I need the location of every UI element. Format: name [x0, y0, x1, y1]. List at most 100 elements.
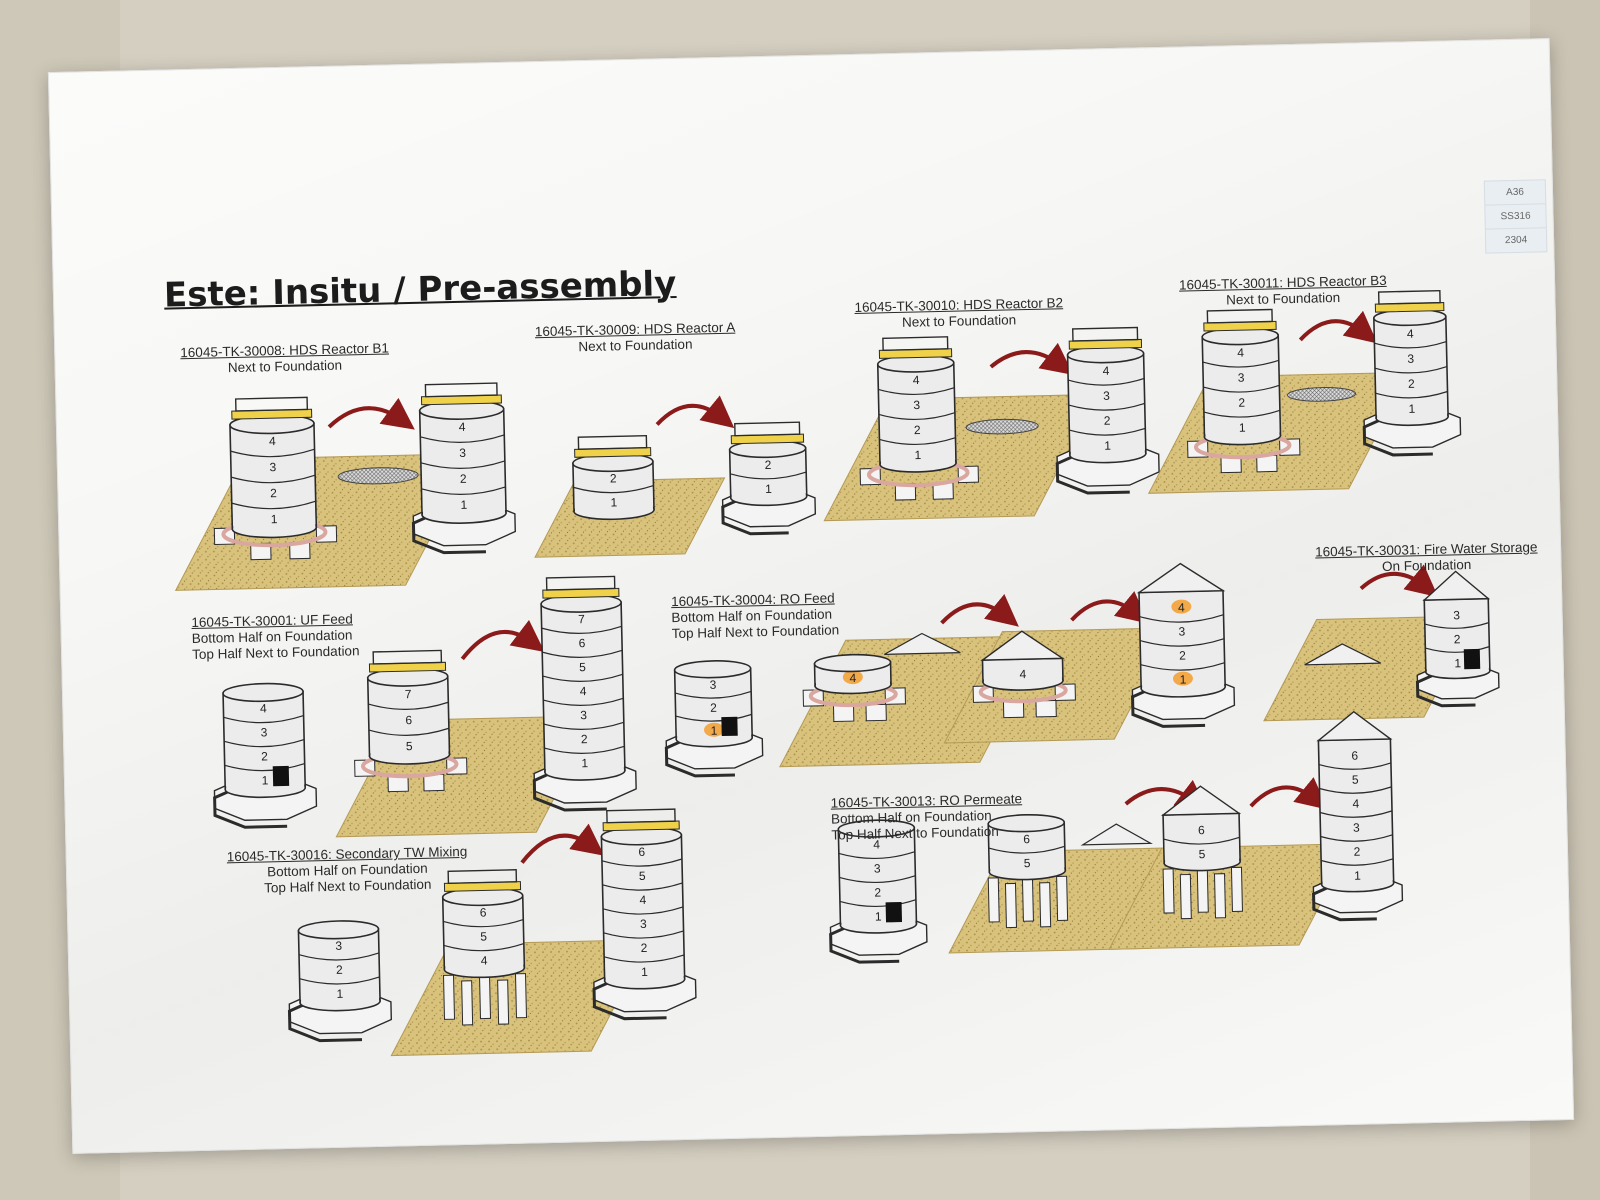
support-leg: [987, 877, 1000, 923]
course-number: 4: [1352, 797, 1359, 811]
course-seam: [1374, 340, 1447, 349]
course-seam: [1139, 638, 1225, 647]
base-shadow: [664, 734, 735, 778]
course-seam: [602, 882, 683, 891]
course-seam: [368, 727, 450, 736]
course-seam: [1424, 622, 1489, 629]
course-number: 5: [639, 869, 646, 883]
course-number: 3: [913, 398, 920, 412]
base-shadow: [1055, 448, 1130, 495]
course-number: 2: [610, 471, 617, 485]
course-number: 2: [1104, 414, 1111, 428]
course-number: 1: [1454, 656, 1461, 670]
bottom-plate-mesh: [1287, 387, 1357, 402]
course-number: 1: [581, 756, 588, 770]
course-seam: [230, 448, 315, 458]
course-number: 7: [405, 687, 412, 701]
course-seam: [541, 625, 622, 634]
course-seam: [230, 474, 316, 484]
tank-fill: [232, 503, 316, 530]
course-number: 2: [914, 423, 921, 437]
course-seam: [1068, 402, 1145, 411]
lifting-frame: [424, 382, 498, 398]
course-seam: [231, 500, 316, 510]
tank-top: [837, 819, 916, 838]
course-number: 2: [874, 885, 881, 899]
tank-top: [297, 920, 380, 940]
course-number: 4: [1237, 346, 1244, 360]
course-seam: [1140, 662, 1225, 671]
base-shadow: [1131, 682, 1206, 728]
course-number: 4: [913, 373, 920, 387]
base-shadow: [1312, 881, 1377, 922]
door-opening: [1463, 648, 1481, 670]
course-seam: [1318, 762, 1392, 770]
lift-arrow: [1298, 310, 1378, 344]
cone-roof: [1316, 710, 1393, 742]
lifting-frame: [577, 434, 648, 450]
course-number: 5: [480, 929, 487, 943]
course-number: 4: [849, 671, 856, 685]
course-seam: [544, 745, 625, 754]
tank-fill: [1376, 393, 1448, 419]
tank-fill: [880, 439, 956, 465]
support-leg: [1039, 882, 1052, 928]
tank-fill: [1164, 839, 1240, 864]
lifting-frame: [606, 808, 676, 824]
lifting-frame: [1206, 308, 1273, 324]
course-number: 2: [336, 963, 343, 977]
bottom-plate-mesh: [337, 467, 419, 485]
course-seam: [601, 858, 683, 867]
course-number: 1: [262, 773, 269, 787]
support-leg: [514, 973, 528, 1019]
support-leg: [1056, 875, 1069, 921]
course-number: 2: [640, 941, 647, 955]
legend-item: SS316: [1485, 204, 1546, 230]
course-number: 5: [1024, 856, 1031, 870]
course-number: 2: [261, 749, 268, 763]
course-seam: [542, 673, 623, 682]
course-seam: [1068, 377, 1145, 386]
course-number: 6: [638, 845, 645, 859]
course-seam: [1320, 858, 1394, 866]
support-block: [865, 703, 887, 722]
course-number: 3: [269, 460, 276, 474]
course-seam: [543, 697, 624, 706]
course-number: 4: [481, 953, 488, 967]
support-block: [1035, 699, 1057, 718]
course-number: 3: [1178, 625, 1185, 639]
course-number: 6: [480, 905, 487, 919]
course-seam: [542, 649, 623, 658]
course-number: 1: [1354, 869, 1361, 883]
support-leg: [1162, 868, 1175, 914]
course-number: 3: [459, 446, 466, 460]
course-seam: [675, 690, 752, 699]
course-number: 6: [1198, 823, 1205, 837]
course-number: 3: [1103, 389, 1110, 403]
course-number: 4: [459, 420, 466, 434]
course-seam: [878, 412, 956, 421]
support-leg: [1179, 873, 1192, 920]
tank-fill: [369, 730, 449, 757]
base-shadow: [829, 920, 900, 964]
course-seam: [839, 899, 917, 908]
course-seam: [1139, 614, 1224, 623]
course-number: 3: [1238, 371, 1245, 385]
course-number: 2: [460, 472, 467, 486]
course-seam: [420, 434, 505, 443]
lift-arrow: [989, 342, 1074, 375]
lift-arrow: [327, 397, 415, 430]
course-number: 2: [1454, 632, 1461, 646]
course-number: 3: [260, 725, 267, 739]
support-leg: [1230, 866, 1243, 913]
course-seam: [543, 721, 625, 730]
lift-arrow: [1249, 777, 1329, 810]
course-seam: [602, 906, 684, 915]
course-number: 4: [1019, 667, 1026, 681]
support-leg: [1004, 882, 1017, 929]
door-opening: [721, 716, 738, 737]
